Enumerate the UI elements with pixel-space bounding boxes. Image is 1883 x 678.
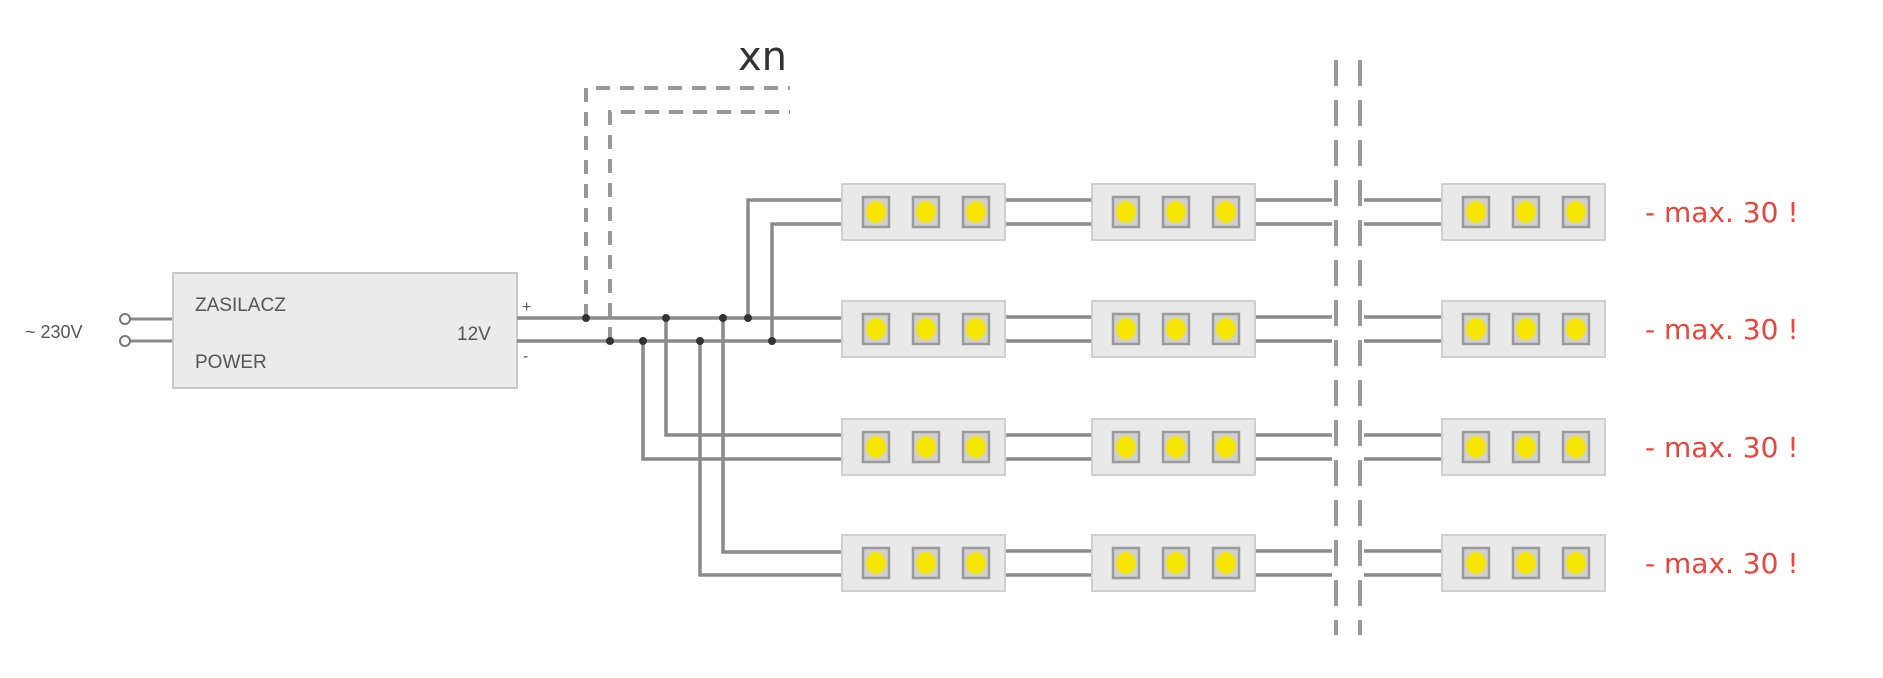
- row3-feed-minus: [641, 341, 842, 461]
- main-bus: [517, 198, 842, 577]
- led-icon: [866, 201, 886, 223]
- led-icon: [1466, 201, 1486, 223]
- led-icon: [916, 201, 936, 223]
- led-icon: [1566, 318, 1586, 340]
- junction-dot: [639, 337, 647, 345]
- max-modules-warning: - max. 30 !: [1645, 431, 1799, 464]
- led-icon: [1166, 201, 1186, 223]
- led-row-4: - max. 30 !: [841, 534, 1799, 592]
- junction-dot: [744, 314, 752, 322]
- led-icon: [1566, 201, 1586, 223]
- led-icon: [1116, 201, 1136, 223]
- input-voltage-label: ~ 230V: [25, 322, 83, 342]
- led-icon: [1116, 552, 1136, 574]
- led-icon: [866, 552, 886, 574]
- junctions: [582, 314, 776, 345]
- power-supply: ZASILACZ POWER 12V + -: [172, 272, 531, 389]
- led-icon: [1166, 436, 1186, 458]
- power-supply-label-en: POWER: [195, 352, 267, 373]
- parallel-note: xn: [738, 34, 787, 80]
- row4-feed-minus: [698, 341, 842, 577]
- max-modules-warning: - max. 30 !: [1645, 196, 1799, 229]
- plus-symbol: +: [522, 299, 531, 316]
- led-icon: [1466, 552, 1486, 574]
- power-supply-label-pl: ZASILACZ: [195, 295, 286, 316]
- led-icon: [1466, 436, 1486, 458]
- led-row-3: - max. 30 !: [841, 418, 1799, 476]
- led-icon: [1166, 318, 1186, 340]
- led-icon: [966, 201, 986, 223]
- led-icon: [866, 436, 886, 458]
- break-marks: [1334, 60, 1362, 635]
- led-icon: [916, 436, 936, 458]
- led-icon: [1216, 318, 1236, 340]
- terminal-icon: [119, 313, 131, 325]
- led-row-1: - max. 30 !: [841, 183, 1799, 241]
- led-icon: [1216, 552, 1236, 574]
- led-icon: [1216, 436, 1236, 458]
- minus-symbol: -: [523, 348, 528, 365]
- junction-dot: [662, 314, 670, 322]
- led-icon: [1516, 201, 1536, 223]
- led-icon: [1566, 552, 1586, 574]
- dashed-minus-extension: [608, 110, 790, 341]
- parallel-extension: [584, 86, 790, 341]
- row1-feed-plus: [746, 198, 842, 318]
- junction-dot: [582, 314, 590, 322]
- max-modules-warning: - max. 30 !: [1645, 313, 1799, 346]
- power-supply-box: [172, 272, 518, 389]
- row4-feed-plus: [721, 318, 842, 554]
- led-icon: [1116, 318, 1136, 340]
- led-icon: [866, 318, 886, 340]
- led-rows: - max. 30 ! - max. 30 ! - max. 30 ! - max. …: [841, 183, 1799, 592]
- row3-feed-plus: [664, 318, 842, 437]
- led-icon: [916, 318, 936, 340]
- led-icon: [1166, 552, 1186, 574]
- mains-input: ~ 230V: [25, 313, 173, 347]
- max-modules-warning: - max. 30 !: [1645, 547, 1799, 580]
- led-icon: [1516, 552, 1536, 574]
- led-row-2: - max. 30 !: [841, 300, 1799, 358]
- led-icon: [1516, 318, 1536, 340]
- led-icon: [1566, 436, 1586, 458]
- led-icon: [966, 436, 986, 458]
- terminal-icon: [119, 335, 131, 347]
- led-icon: [1466, 318, 1486, 340]
- junction-dot: [719, 314, 727, 322]
- led-icon: [1516, 436, 1536, 458]
- row1-feed-minus: [770, 222, 842, 341]
- led-icon: [1216, 201, 1236, 223]
- led-icon: [916, 552, 936, 574]
- junction-dot: [768, 337, 776, 345]
- led-icon: [966, 318, 986, 340]
- junction-dot: [696, 337, 704, 345]
- output-voltage-label: 12V: [457, 324, 491, 345]
- led-icon: [966, 552, 986, 574]
- dashed-plus-extension: [584, 86, 790, 318]
- junction-dot: [606, 337, 614, 345]
- led-icon: [1116, 436, 1136, 458]
